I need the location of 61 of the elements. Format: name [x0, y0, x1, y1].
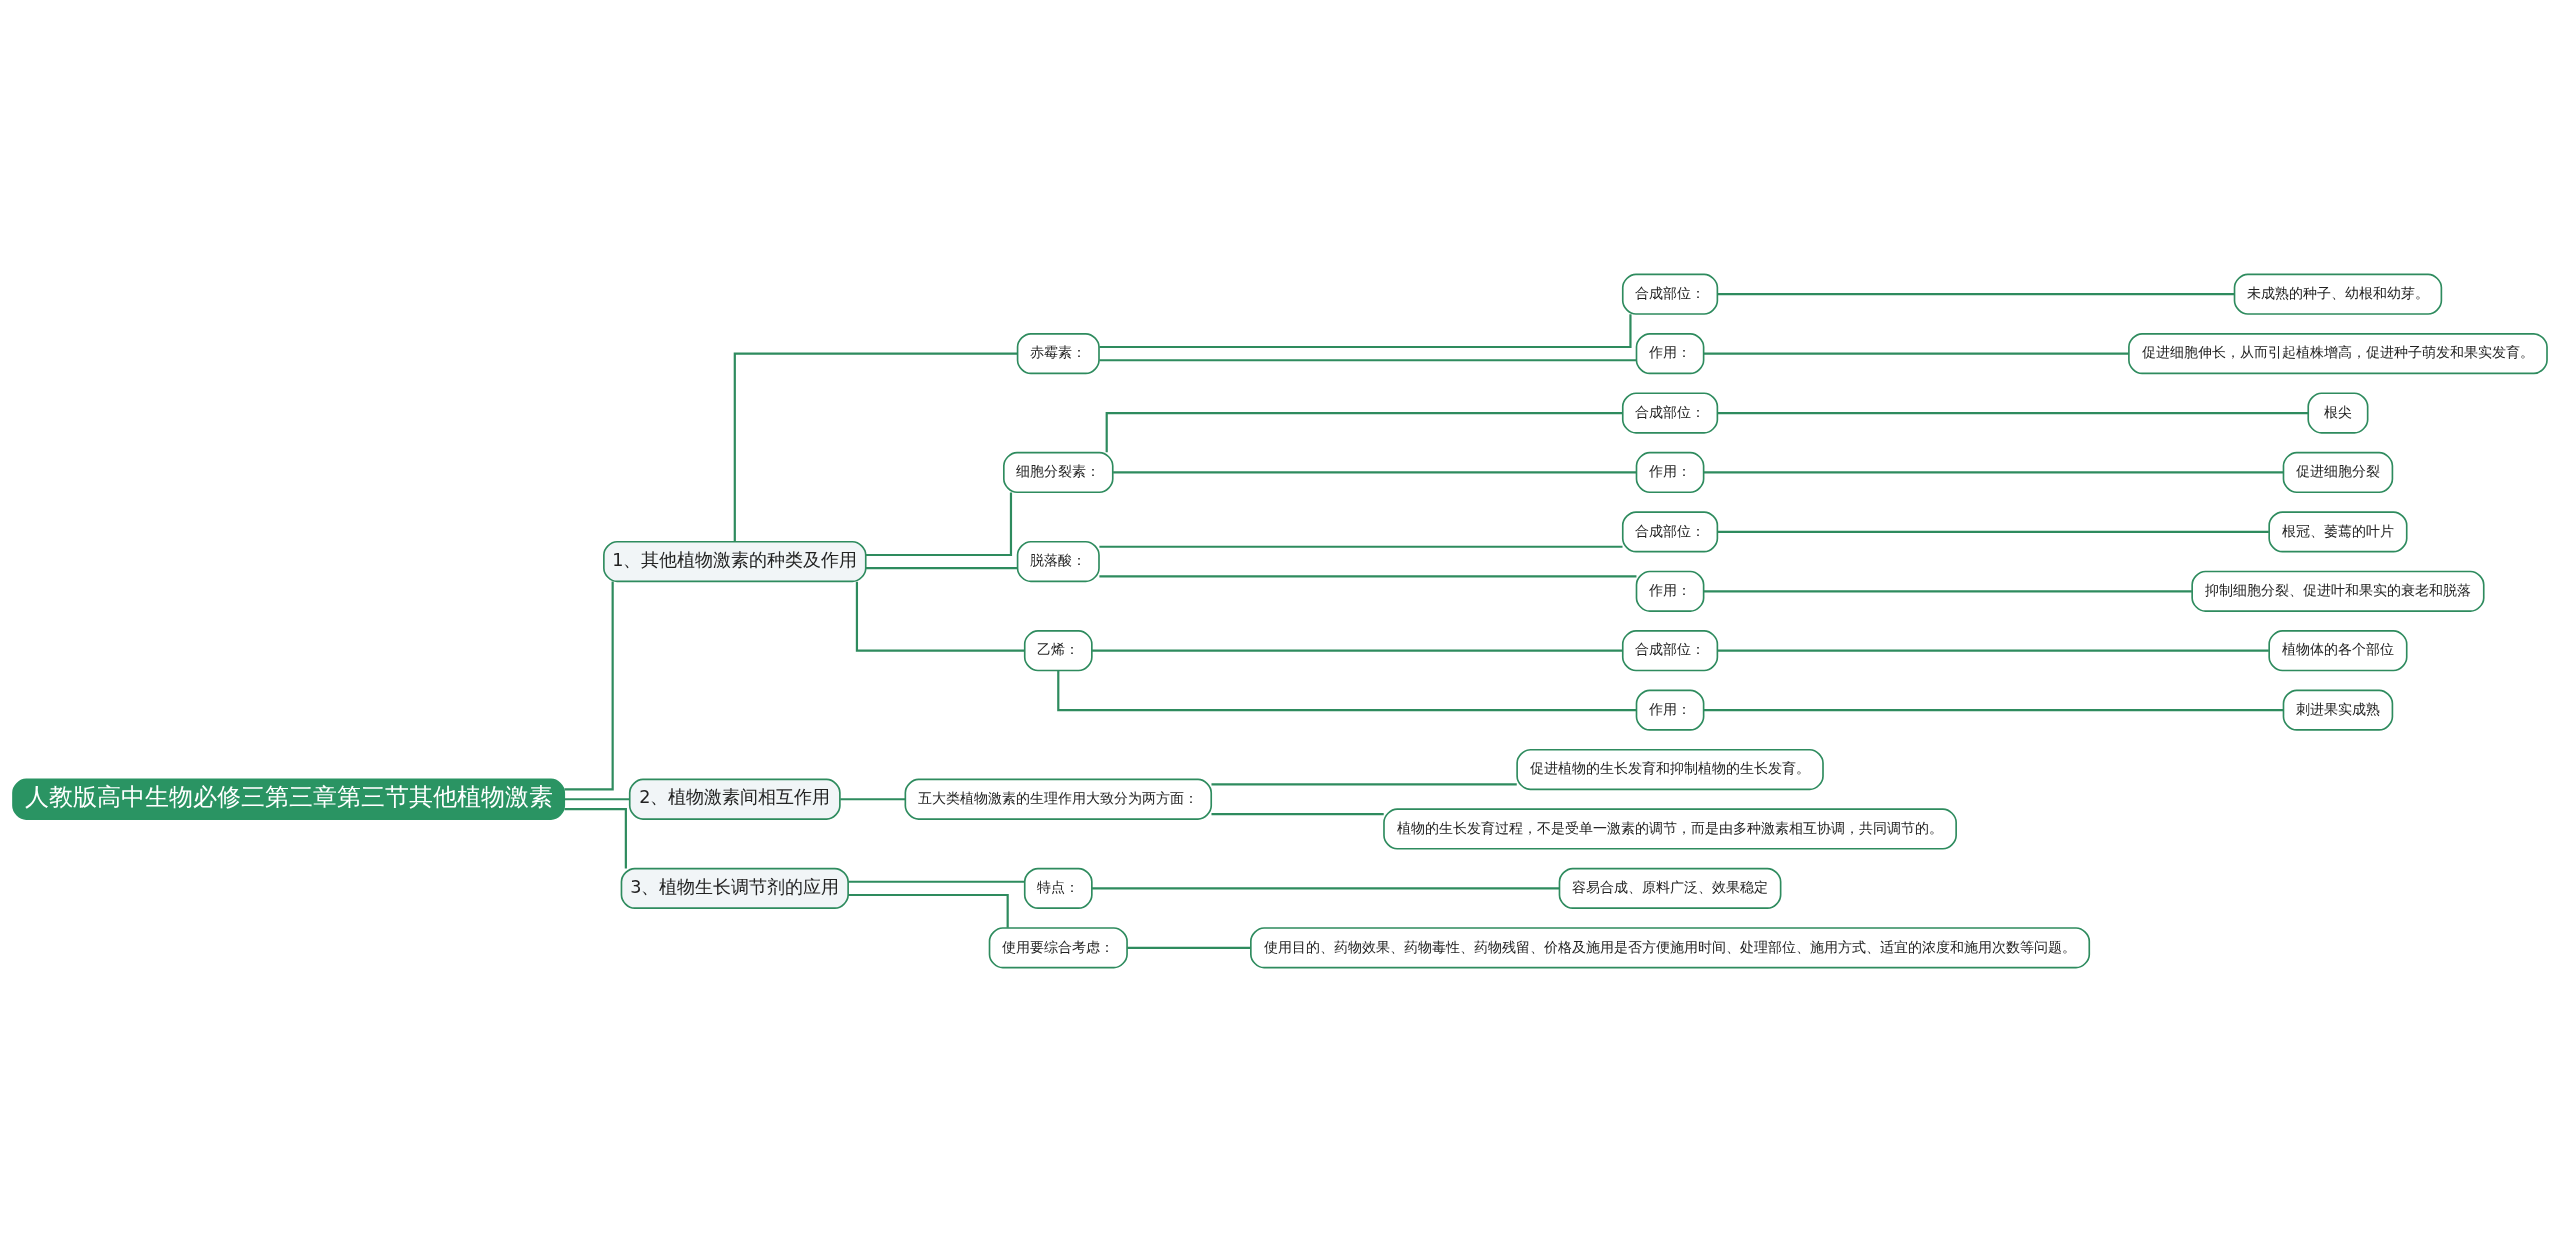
node-box: 促进细胞分裂	[2282, 451, 2394, 493]
node-box: 合成部位：	[1621, 629, 1719, 671]
connector	[855, 581, 1025, 652]
node-box: 1、其他植物激素的种类及作用	[603, 540, 867, 582]
node-box: 促进细胞伸长，从而引起植株增高，促进种子萌发和果实发育。	[2128, 332, 2548, 374]
connector	[1703, 589, 2192, 592]
node-box: 3、植物生长调节剂的应用	[620, 867, 849, 909]
node-box: 作用：	[1635, 451, 1705, 493]
connector	[1717, 411, 2309, 414]
node-box: 促进植物的生长发育和抑制植物的生长发育。	[1516, 748, 1824, 790]
node-box: 合成部位：	[1621, 391, 1719, 434]
node-box: 合成部位：	[1621, 273, 1719, 315]
connector	[564, 797, 630, 800]
connector	[1105, 411, 1623, 452]
connector	[1211, 782, 1517, 785]
connector	[1127, 946, 1251, 949]
node-box: 刺进果实成熟	[2282, 689, 2394, 731]
connector	[1703, 470, 2284, 474]
connector	[1099, 313, 1632, 348]
connector	[564, 807, 627, 868]
node-box: 人教版高中生物必修三第三章第三节其他植物激素	[12, 778, 566, 820]
node-box: 植物体的各个部位	[2268, 629, 2408, 671]
node-box: 根冠、萎蔫的叶片	[2268, 510, 2408, 552]
connector	[1717, 649, 2269, 652]
node-box: 特点：	[1023, 867, 1093, 909]
connector	[1703, 352, 2129, 355]
connector	[733, 352, 1018, 542]
connector	[564, 580, 614, 790]
node-box: 植物的生长发育过程，不是受单一激素的调节，而是由多种激素相互协调，共同调节的。	[1383, 807, 1957, 850]
connector	[1099, 574, 1637, 578]
node-box: 细胞分裂素：	[1003, 451, 1114, 493]
connector	[865, 566, 1018, 569]
node-box: 作用：	[1635, 689, 1705, 731]
connector	[1211, 812, 1384, 815]
node-box: 容易合成、原料广泛、效果稳定	[1558, 867, 1782, 909]
connector	[1057, 670, 1637, 711]
node-box: 赤霉素：	[1016, 332, 1100, 374]
node-box: 使用要综合考虑：	[988, 926, 1128, 968]
connector	[848, 880, 1025, 883]
connector	[1099, 545, 1623, 548]
connector	[866, 491, 1013, 556]
connector	[1092, 886, 1560, 889]
connector	[1113, 470, 1637, 474]
connector	[1717, 530, 2269, 533]
node-box: 根尖	[2307, 391, 2369, 434]
node-box: 使用目的、药物效果、药物毒性、药物残留、价格及施用是否方便施用时间、处理部位、施用方式、适宜的浓度和施用次数等问题。	[1250, 926, 2091, 968]
connector	[1092, 649, 1623, 652]
connector	[1703, 708, 2284, 711]
connector	[848, 893, 1009, 928]
node-box: 脱落酸：	[1016, 540, 1100, 582]
node-box: 五大类植物激素的生理作用大致分为两方面：	[904, 778, 1213, 820]
node-box: 合成部位：	[1621, 510, 1719, 552]
node-box: 抑制细胞分裂、促进叶和果实的衰老和脱落	[2191, 570, 2485, 612]
connector	[1717, 292, 2235, 295]
node-box: 未成熟的种子、幼根和幼芽。	[2233, 273, 2443, 315]
connector	[1099, 358, 1637, 361]
node-box: 2、植物激素间相互作用	[628, 778, 841, 820]
node-box: 作用：	[1635, 570, 1705, 612]
node-box: 作用：	[1635, 332, 1705, 374]
node-box: 乙烯：	[1023, 629, 1093, 671]
connector	[840, 797, 906, 800]
